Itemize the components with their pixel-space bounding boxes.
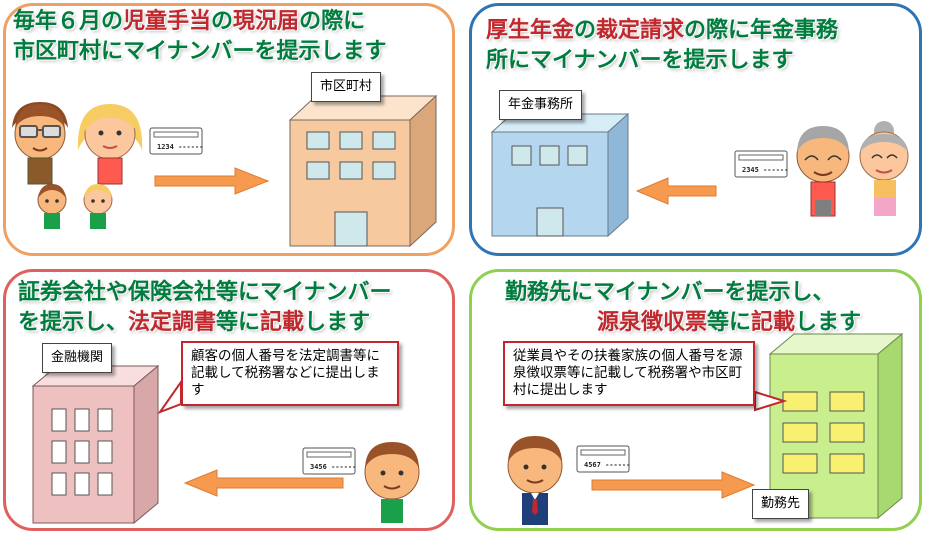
title-line: 毎年６月の児童手当の現況届の際に <box>13 7 387 37</box>
employee-person <box>507 436 563 525</box>
title-segment: の際に <box>299 9 366 34</box>
arrow-to-financial-institution <box>183 469 344 497</box>
title-line: 証券会社や保険会社等にマイナンバー <box>18 278 392 308</box>
title-segment: 現況届 <box>233 9 300 34</box>
arrow-to-workplace <box>591 471 756 499</box>
title-segment: の <box>574 18 597 43</box>
title-segment: の <box>211 9 234 34</box>
title-segment: 記載 <box>751 310 796 335</box>
title-segment: 等に <box>216 310 261 335</box>
title-segment: 記載 <box>260 310 305 335</box>
customer-person <box>364 442 420 523</box>
title-line: 源泉徴収票等に記載します <box>505 308 861 338</box>
title-line: 市区町村にマイナンバーを提示します <box>13 37 387 67</box>
title-segment: 市区町村にマイナンバーを提示します <box>13 39 387 64</box>
title-segment: 所にマイナンバーを提示します <box>486 48 794 73</box>
note-financial: 顧客の個人番号を法定調書等に記載して税務署などに提出します <box>181 341 399 406</box>
mynumber-card-4: 4567 ------ <box>576 445 630 473</box>
title-segment: 証券会社や保険会社等にマイナンバー <box>18 280 392 305</box>
mynumber-card-1: 1234 ------ <box>149 127 203 155</box>
title-segment: 裁定請求 <box>596 18 685 43</box>
title-segment: 厚生年金 <box>486 18 575 43</box>
label-city-hall: 市区町村 <box>311 72 382 102</box>
title-child-allowance: 毎年６月の児童手当の現況届の際に市区町村にマイナンバーを提示します <box>13 7 387 67</box>
title-line: 勤務先にマイナンバーを提示し、 <box>505 278 861 308</box>
financial-institution-building <box>31 364 160 525</box>
card-number-1: 1234 ------ <box>157 143 203 151</box>
title-line: 厚生年金の裁定請求の際に年金事務 <box>486 16 838 46</box>
label-financial-institution: 金融機関 <box>42 343 113 373</box>
title-segment: します <box>795 310 862 335</box>
label-pension-office: 年金事務所 <box>499 90 583 120</box>
arrow-to-city-hall <box>154 167 270 195</box>
elderly-couple <box>796 121 909 217</box>
note-workplace: 従業員やその扶養家族の個人番号を源泉徴収票等に記載して税務署や市区町村に提出しま… <box>503 341 755 406</box>
callout-tail-workplace <box>754 390 788 412</box>
title-line: を提示し、法定調書等に記載します <box>18 308 392 338</box>
mynumber-card-2: 2345 ------ <box>734 150 788 178</box>
card-number-2: 2345 ------ <box>742 166 788 174</box>
title-line: 所にマイナンバーを提示します <box>486 46 838 76</box>
title-segment: の際に年金事務 <box>684 18 839 43</box>
title-financial: 証券会社や保険会社等にマイナンバーを提示し、法定調書等に記載します <box>18 278 392 338</box>
title-segment: 勤務先にマイナンバーを提示し、 <box>505 280 835 305</box>
callout-tail-financial <box>157 378 182 415</box>
title-pension: 厚生年金の裁定請求の際に年金事務所にマイナンバーを提示します <box>486 16 838 76</box>
title-segment: 源泉徴収票 <box>597 310 708 335</box>
label-workplace: 勤務先 <box>752 489 810 519</box>
title-segment: 法定調書 <box>128 310 217 335</box>
pension-office-building <box>490 112 630 238</box>
title-segment: 児童手当 <box>123 9 212 34</box>
title-workplace: 勤務先にマイナンバーを提示し、源泉徴収票等に記載します <box>505 278 861 338</box>
family-figures <box>12 102 143 229</box>
card-number-4: 4567 ------ <box>584 461 630 469</box>
city-hall-building <box>288 94 438 248</box>
title-segment: 等に <box>707 310 752 335</box>
card-number-3: 3456 ------ <box>310 463 356 471</box>
title-segment: 毎年６月の <box>13 9 124 34</box>
title-segment: を提示し、 <box>18 310 129 335</box>
title-segment: します <box>304 310 371 335</box>
mynumber-card-3: 3456 ------ <box>302 447 356 475</box>
arrow-to-pension-office <box>635 177 717 205</box>
